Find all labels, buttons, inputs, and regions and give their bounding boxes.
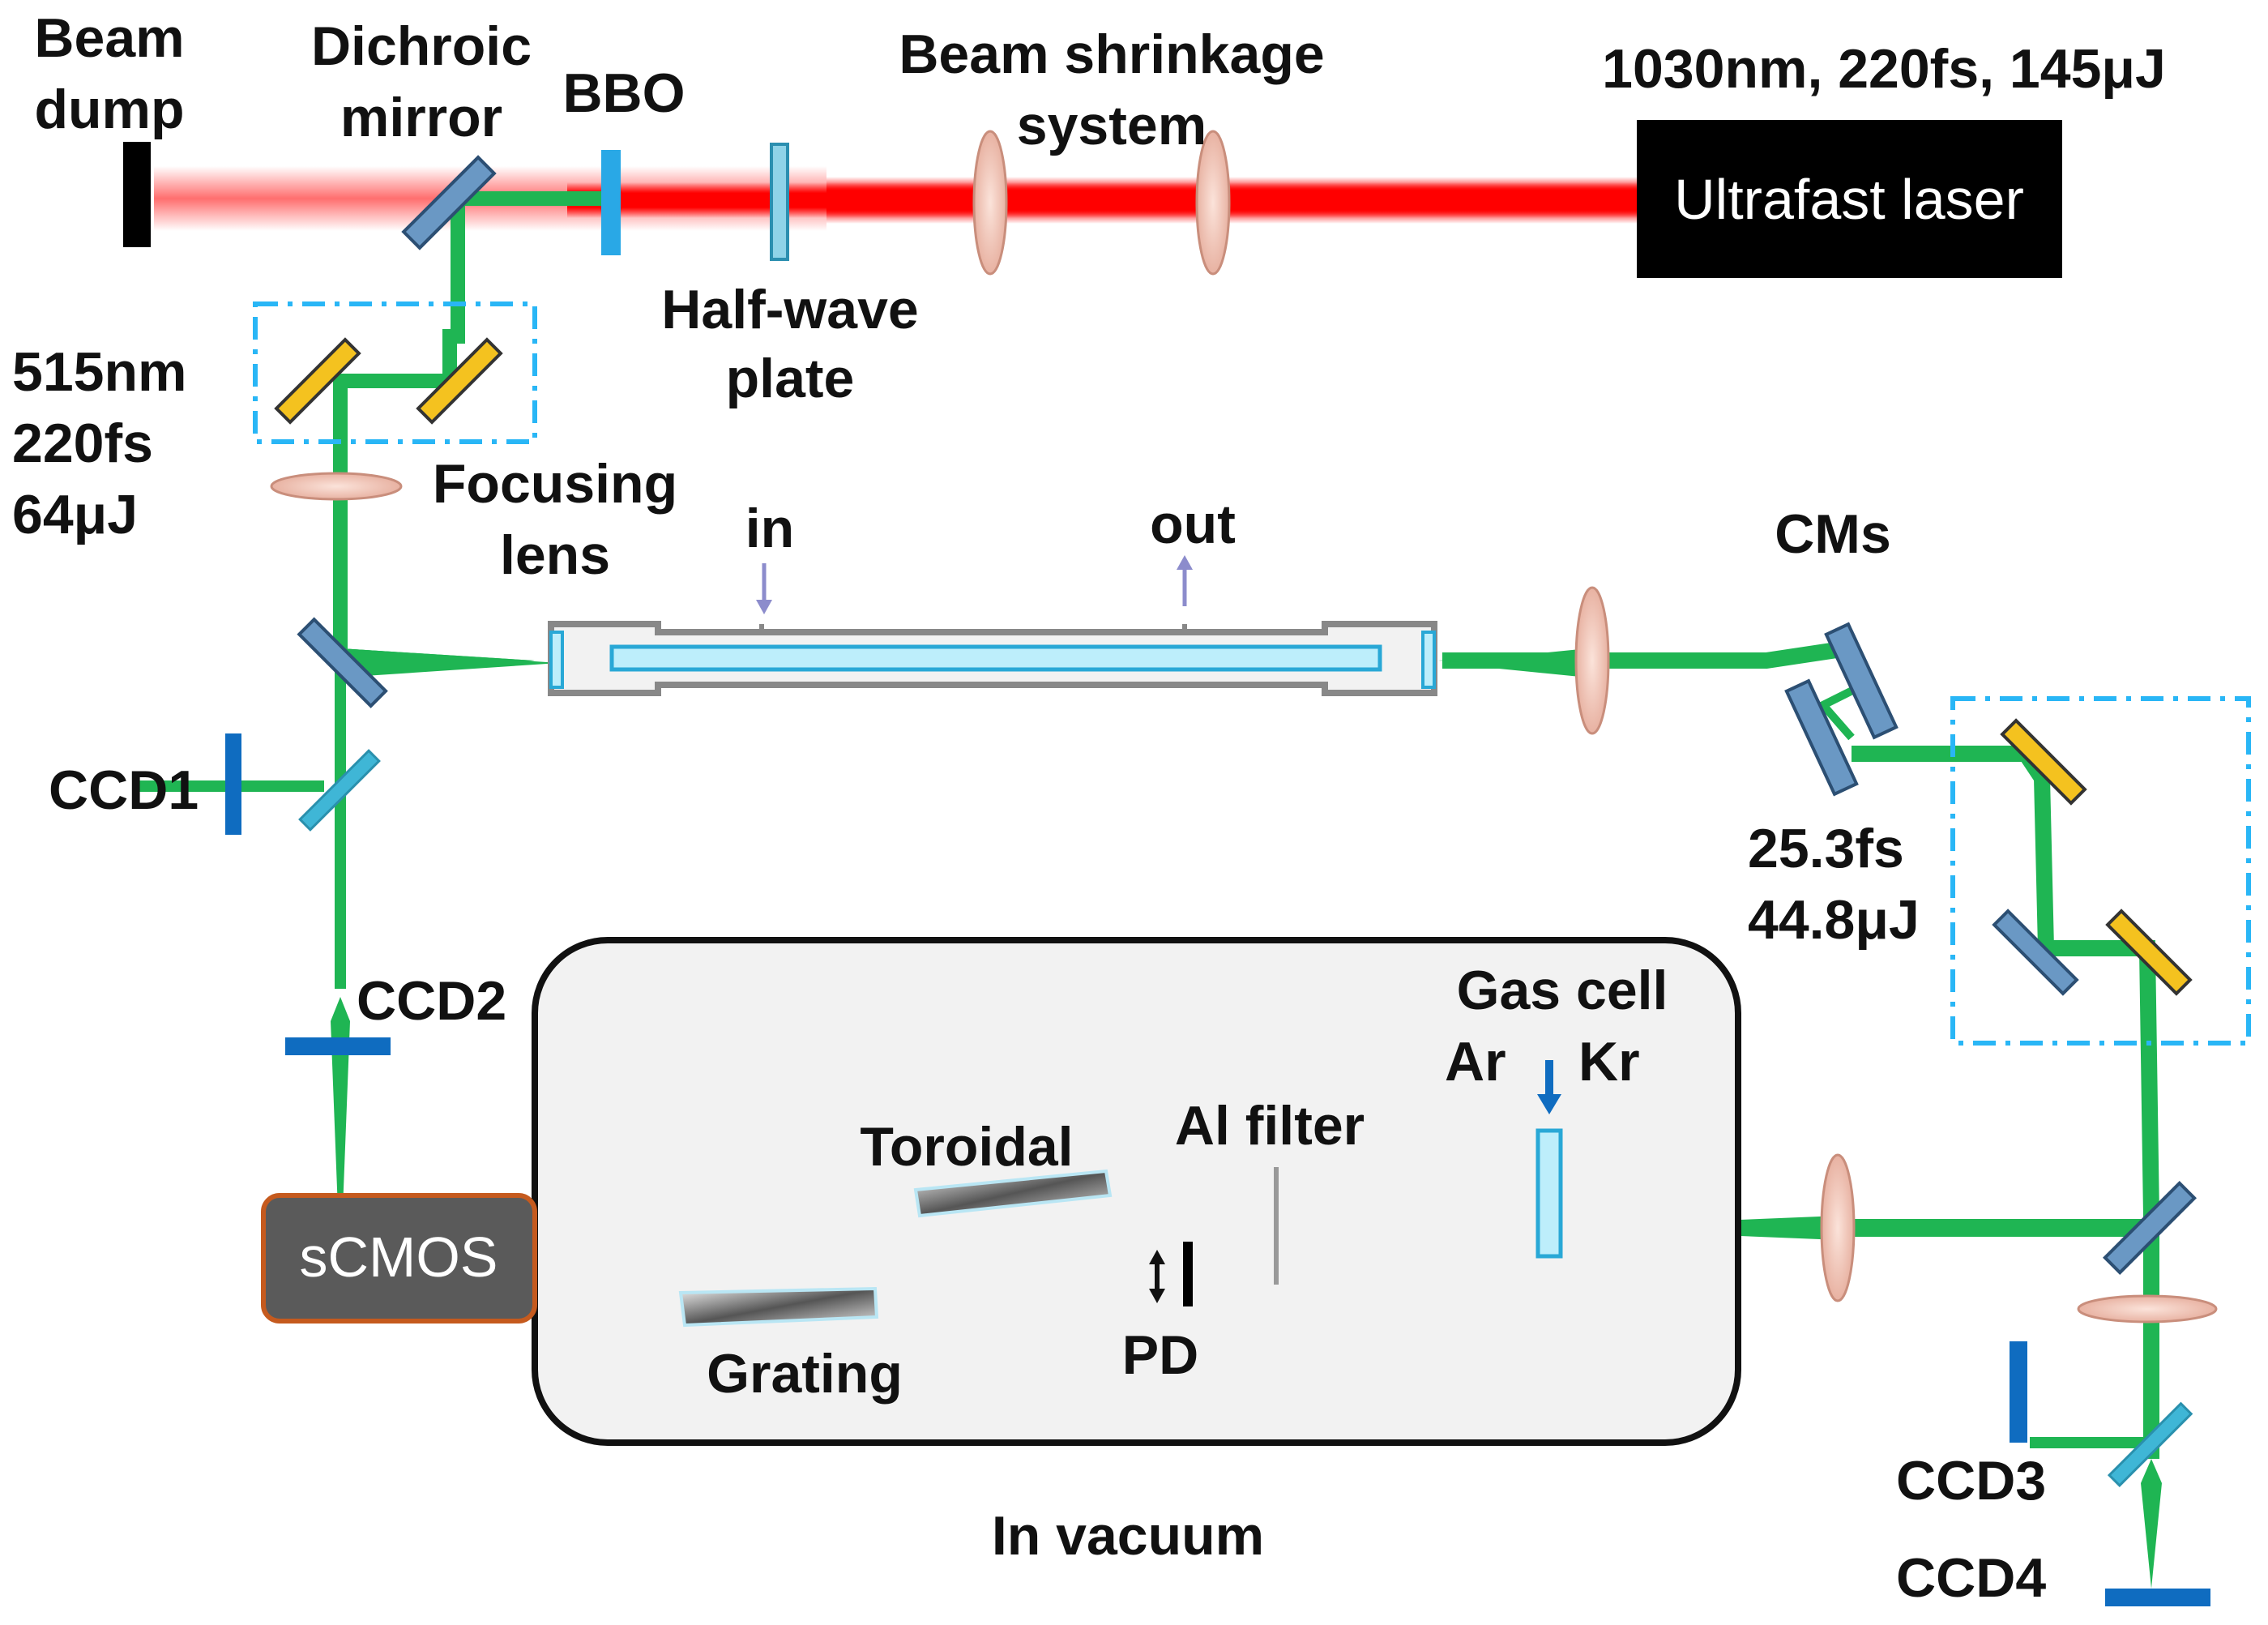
periscope-box-1 — [253, 301, 537, 444]
beam-shrinkage-label-2: system — [1017, 95, 1207, 156]
in-label: in — [745, 498, 794, 559]
focusing-lens-label-2: lens — [500, 524, 610, 586]
gas-cell-label: Gas cell — [1457, 960, 1668, 1021]
scmos-camera — [261, 1193, 537, 1324]
periscope-mirror-1b — [416, 337, 503, 425]
shrink-lens-2 — [1195, 130, 1231, 276]
beam-splitter-2 — [2107, 1401, 2193, 1488]
half-wave-label-2: plate — [726, 348, 855, 409]
chirped-mirror-1 — [1824, 622, 1899, 740]
ccd4-detector — [2105, 1589, 2210, 1606]
gas-inlet-arrow — [1537, 1060, 1561, 1114]
grating-label: Grating — [707, 1343, 903, 1405]
beam-splitter-1 — [298, 749, 381, 832]
compressed-specs-label-2: 44.8μJ — [1748, 889, 1920, 951]
focusing-lens — [270, 472, 403, 501]
collimating-lens — [1574, 586, 1610, 735]
kr-label: Kr — [1578, 1031, 1640, 1093]
dichroic-label-1: Dichroic — [311, 15, 532, 77]
toroidal-mirror — [913, 1169, 1113, 1218]
beam-dump-label-2: dump — [34, 79, 184, 140]
out-arrow — [1177, 555, 1193, 606]
ultrafast-laser-box — [1637, 120, 2062, 278]
beam-shrinkage-label-1: Beam shrinkage — [899, 24, 1324, 85]
compressed-specs-label-1: 25.3fs — [1748, 818, 1904, 879]
gas-cell — [1535, 1128, 1563, 1259]
grating — [678, 1286, 879, 1328]
al-filter-label: Al filter — [1175, 1095, 1365, 1157]
focusing-lens-label-1: Focusing — [433, 453, 677, 515]
half-wave-plate — [770, 143, 789, 261]
in-vacuum-label: In vacuum — [992, 1505, 1264, 1567]
dichroic-label-2: mirror — [340, 87, 502, 148]
laser-specs-label: 1030nm, 220fs, 145μJ — [1602, 38, 2166, 100]
beam-dump — [123, 142, 151, 247]
ccd3-label: CCD3 — [1896, 1450, 2046, 1512]
periscope-box-2 — [1950, 696, 2251, 1046]
shrink-lens-1 — [972, 130, 1008, 276]
hhg-focusing-lens — [1820, 1153, 1856, 1302]
bbo-crystal — [601, 150, 621, 255]
periscope-mirror-2a — [2000, 718, 2087, 806]
ar-label: Ar — [1445, 1031, 1506, 1093]
cms-label: CMs — [1775, 503, 1891, 565]
steering-mirror-1 — [297, 617, 388, 708]
half-wave-label-1: Half-wave — [661, 279, 918, 340]
ultrafast-laser-label: Ultrafast laser — [1674, 168, 2024, 231]
chirped-mirror-2 — [1784, 678, 1859, 797]
green-specs-label-2: 220fs — [12, 413, 153, 474]
scmos-label: sCMOS — [300, 1225, 498, 1289]
ccd2-label: CCD2 — [357, 970, 506, 1032]
in-arrow — [756, 563, 772, 614]
hollow-core-fiber — [548, 621, 1437, 696]
ccd4-label: CCD4 — [1896, 1547, 2046, 1609]
ccd1-detector — [225, 733, 241, 835]
steering-mirror-2 — [2103, 1181, 2197, 1275]
ir-beam — [154, 166, 1645, 231]
bbo-label: BBO — [562, 62, 685, 124]
dichroic-mirror — [401, 155, 497, 250]
text-labels: Beam dump Dichroic mirror BBO Beam shrin… — [12, 7, 2166, 1609]
beam-dump-label-1: Beam — [34, 7, 184, 69]
periscope-mirror-2c — [2105, 909, 2193, 996]
out-label: out — [1150, 494, 1236, 555]
ccd2-detector — [285, 1037, 391, 1055]
photodiode-arrow — [1149, 1250, 1165, 1303]
ccd1-label: CCD1 — [49, 759, 199, 821]
green-specs-label-1: 515nm — [12, 341, 186, 403]
toroidal-label: Toroidal — [860, 1116, 1073, 1178]
monitor-lens — [2077, 1294, 2218, 1324]
ccd3-detector — [2010, 1341, 2027, 1443]
periscope-mirror-2b — [1992, 909, 2079, 996]
pd-label: PD — [1122, 1324, 1198, 1386]
green-specs-label-3: 64μJ — [12, 484, 138, 545]
photodiode — [1183, 1242, 1193, 1306]
periscope-mirror-1a — [274, 337, 361, 425]
